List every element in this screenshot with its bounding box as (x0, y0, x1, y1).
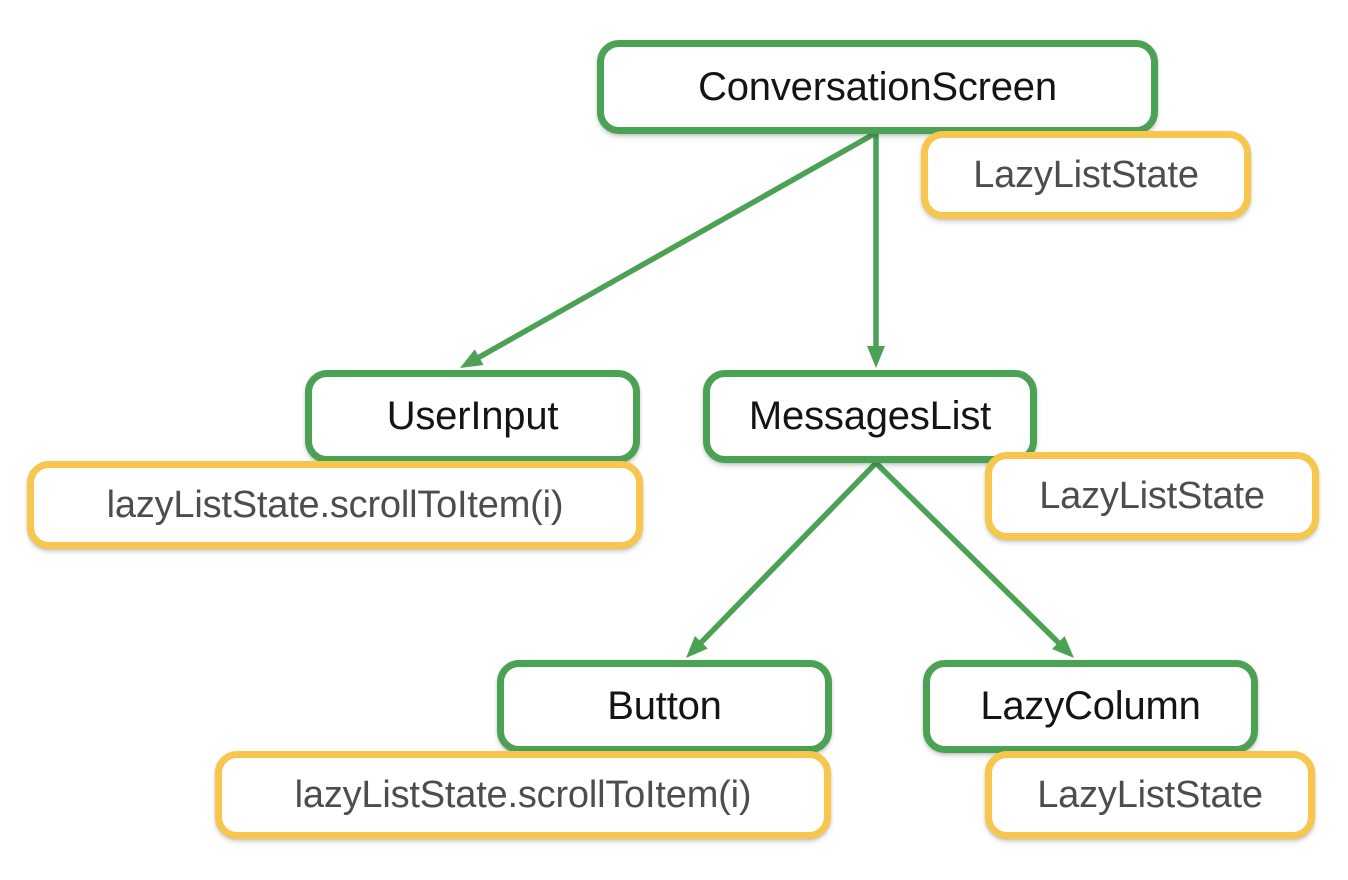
node-label: UserInput (386, 394, 559, 438)
edge-conversation-to-messageslist (867, 134, 885, 368)
node-button[interactable]: Button (497, 660, 832, 753)
edge-conversation-to-userinput (460, 131, 876, 368)
node-messages-list[interactable]: MessagesList (703, 370, 1037, 463)
node-scrolltoitem-left[interactable]: lazyListState.scrollToItem(i) (27, 461, 643, 549)
node-label: LazyListState (1037, 773, 1263, 816)
arrowhead (460, 349, 484, 368)
node-label: MessagesList (748, 394, 992, 438)
node-conversation-screen[interactable]: ConversationScreen (597, 40, 1158, 134)
arrowhead (686, 635, 708, 658)
edge-messageslist-to-button (686, 461, 878, 658)
node-label: Button (607, 684, 722, 728)
node-user-input[interactable]: UserInput (305, 370, 640, 463)
node-lazyliststate-top[interactable]: LazyListState (921, 131, 1251, 219)
arrowhead (867, 346, 885, 368)
arrowhead (1052, 636, 1074, 658)
node-lazyliststate-messages[interactable]: LazyListState (985, 452, 1319, 540)
node-label: LazyListState (1039, 474, 1265, 517)
node-label: lazyListState.scrollToItem(i) (106, 483, 564, 526)
node-label: LazyColumn (980, 684, 1201, 728)
node-scrolltoitem-button[interactable]: lazyListState.scrollToItem(i) (215, 751, 831, 839)
node-label: ConversationScreen (698, 64, 1057, 109)
node-lazy-column[interactable]: LazyColumn (923, 660, 1258, 753)
node-label: lazyListState.scrollToItem(i) (294, 773, 752, 816)
node-label: LazyListState (973, 153, 1199, 196)
node-lazyliststate-column[interactable]: LazyListState (985, 751, 1315, 839)
